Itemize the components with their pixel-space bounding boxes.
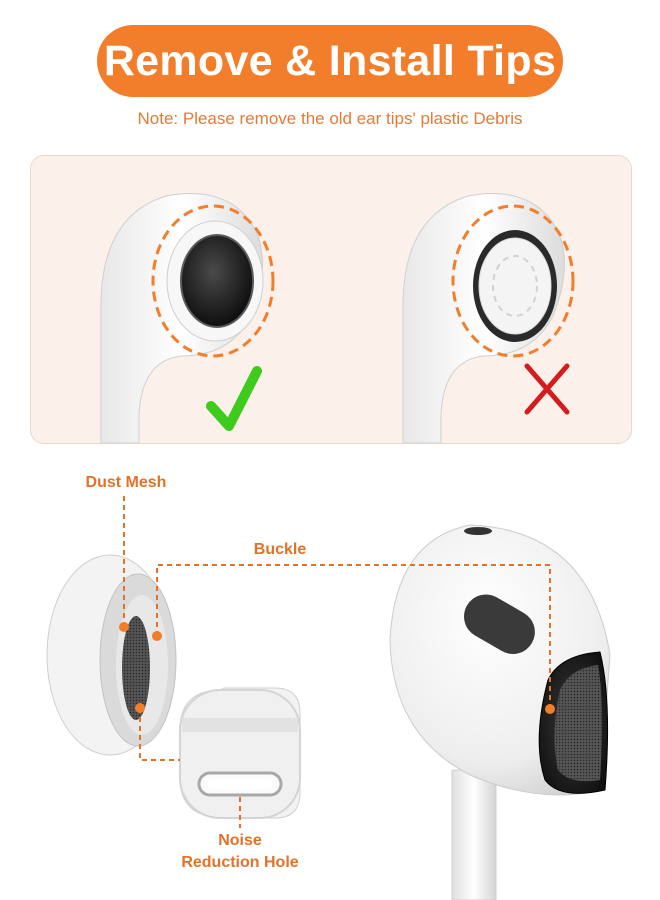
comparison-illustration [100,193,575,443]
ear-tip [46,554,177,756]
noise-hole-zoom [179,687,301,819]
earbud-large [389,524,611,900]
earbud-correct [100,193,275,443]
callout-lines [123,496,551,828]
page-title: Remove & Install Tips [103,36,557,85]
comparison-panel [30,155,632,444]
check-mark-icon [206,366,262,431]
callout-dots [119,622,555,714]
noise-hole-label-line2: Reduction Hole [181,854,299,871]
dust-mesh-label: Dust Mesh [85,474,167,491]
earbud-wrong [402,193,575,443]
cross-mark-icon [524,363,570,415]
note-text: Note: Please remove the old ear tips' pl… [137,109,523,128]
buckle-label: Buckle [253,541,307,558]
noise-hole-label-line1: Noise [218,832,262,849]
title-banner: Remove & Install Tips [97,25,563,97]
